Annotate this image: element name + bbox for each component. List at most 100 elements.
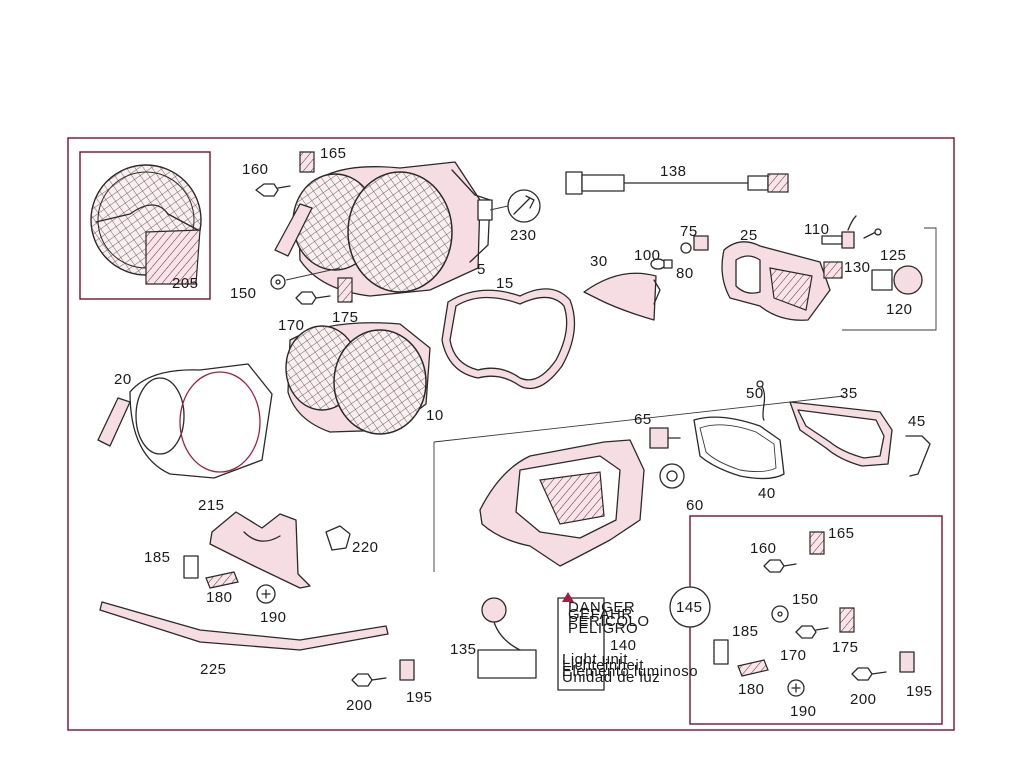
connector-130 — [823, 261, 843, 279]
callout-180-left: 180 — [206, 589, 233, 606]
clip-185-left — [183, 555, 199, 579]
callout-30: 30 — [590, 253, 608, 270]
warning-footer-1: Light unit — [562, 651, 628, 668]
screw-200-bottom — [351, 673, 387, 687]
bracket-45 — [905, 435, 931, 477]
inset-clip-180 — [737, 659, 769, 677]
ring-80 — [680, 242, 692, 254]
bulb-100 — [650, 258, 673, 270]
lens-35 — [789, 401, 893, 467]
cover-30 — [583, 272, 661, 321]
warning-line-2: GEFAHR — [568, 606, 633, 623]
callout-5: 5 — [477, 261, 486, 278]
socket-65 — [649, 427, 681, 449]
inset-screw-200 — [851, 667, 887, 681]
warning-footer-2: Lichteinheit — [562, 657, 644, 674]
callout-200-bottom: 200 — [346, 697, 373, 714]
trim-strip-225 — [99, 601, 389, 651]
callout-10: 10 — [426, 407, 444, 424]
bulb-120 — [871, 265, 923, 295]
socket-75 — [693, 235, 709, 251]
callout-120: 120 — [886, 301, 913, 318]
callout-135: 135 — [450, 641, 477, 658]
callout-185-inset: 185 — [732, 623, 759, 640]
callout-160-top: 160 — [242, 161, 269, 178]
callout-165-inset: 165 — [828, 525, 855, 542]
callout-215: 215 — [198, 497, 225, 514]
callout-20: 20 — [114, 371, 132, 388]
inset-screw-170 — [795, 625, 829, 639]
callout-40: 40 — [758, 485, 776, 502]
warning-line-1: DANGER — [568, 599, 635, 616]
callout-195-inset: 195 — [906, 683, 933, 700]
callout-140: 140 — [610, 637, 637, 654]
inset-205 — [79, 151, 211, 300]
callout-205: 205 — [172, 275, 199, 292]
callout-195-bottom: 195 — [406, 689, 433, 706]
bulb-125 — [863, 228, 882, 239]
wrench-icon-230 — [489, 189, 541, 223]
callout-145: 145 — [676, 599, 703, 616]
cap-60 — [659, 463, 685, 489]
callout-60: 60 — [686, 497, 704, 514]
headlamp-assembly-5 — [274, 161, 493, 297]
callout-165-top: 165 — [320, 145, 347, 162]
inset-screw-190 — [787, 679, 805, 697]
callout-145-circle — [669, 586, 711, 628]
callout-180-inset: 180 — [738, 681, 765, 698]
inset-washer-150 — [771, 605, 789, 623]
housing-frame — [479, 439, 645, 567]
inset-clip-195 — [899, 651, 915, 673]
callout-138: 138 — [660, 163, 687, 180]
bulb-110 — [821, 215, 857, 249]
callout-170-top: 170 — [278, 317, 305, 334]
warning-line-4: PELIGRO — [568, 620, 638, 637]
warning-line-3: PERICOLO — [568, 613, 650, 630]
screw-190-left — [256, 584, 276, 604]
callout-25: 25 — [740, 227, 758, 244]
callout-65: 65 — [634, 411, 652, 428]
main-frame — [67, 137, 955, 731]
bracket-215 — [209, 511, 311, 589]
callout-175-top: 175 — [332, 309, 359, 326]
callout-150-inset: 150 — [792, 591, 819, 608]
warning-footer-3: Elemento luminoso — [562, 663, 698, 680]
gasket-15 — [441, 288, 576, 390]
inset-clip-175 — [839, 607, 855, 633]
housing-25 — [721, 241, 831, 321]
callout-100: 100 — [634, 247, 661, 264]
group-bracket-mid — [433, 395, 845, 572]
callout-175-inset: 175 — [832, 639, 859, 656]
callout-110: 110 — [804, 221, 829, 238]
washer-150-top — [270, 267, 341, 290]
reflector-10 — [285, 322, 431, 435]
inset-clip-165 — [809, 531, 825, 555]
callout-225: 225 — [200, 661, 227, 678]
lamp-135 — [477, 597, 537, 679]
inset-clip-185 — [713, 639, 729, 665]
callout-50: 50 — [746, 385, 764, 402]
bezel-20 — [97, 363, 273, 479]
callout-220: 220 — [352, 539, 379, 556]
callout-15: 15 — [496, 275, 514, 292]
callout-80: 80 — [676, 265, 694, 282]
gasket-40 — [693, 416, 785, 480]
clip-180-left — [205, 571, 239, 589]
callout-35: 35 — [840, 385, 858, 402]
inset-screw-160 — [763, 559, 797, 573]
callout-200-inset: 200 — [850, 691, 877, 708]
callout-75: 75 — [680, 223, 698, 240]
callout-125: 125 — [880, 247, 907, 264]
callout-185-left: 185 — [144, 549, 171, 566]
screw-160-top — [255, 183, 291, 197]
group-bracket-top — [842, 227, 937, 331]
callout-150-top: 150 — [230, 285, 257, 302]
clip-175-top — [337, 277, 353, 303]
callout-170-inset: 170 — [780, 647, 807, 664]
clip-165-top — [299, 151, 315, 173]
callout-230: 230 — [510, 227, 537, 244]
warning-footer-4: Unidad de luz — [562, 669, 660, 686]
screw-170-top — [295, 291, 331, 305]
